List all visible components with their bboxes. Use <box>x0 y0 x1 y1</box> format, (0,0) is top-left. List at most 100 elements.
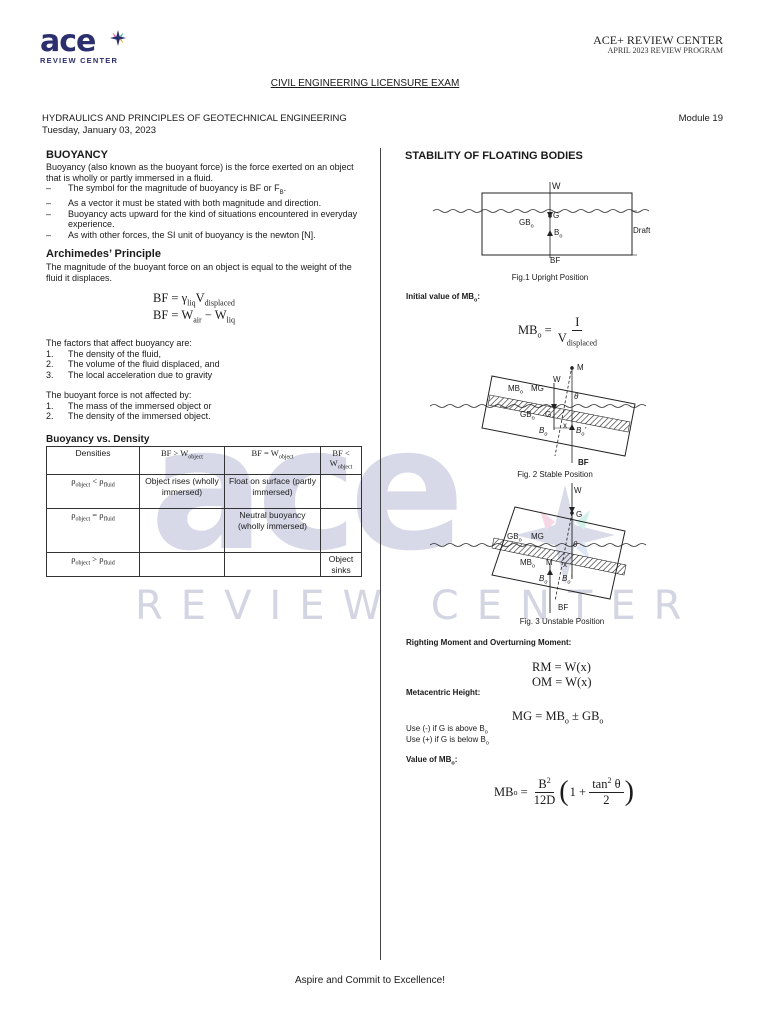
exam-title: CIVIL ENGINEERING LICENSURE EXAM <box>270 78 460 89</box>
module-number: Module 19 <box>678 113 723 124</box>
buoyancy-bullets: The symbol for the magnitude of buoyancy… <box>46 183 366 240</box>
fig3-label-mg: MG <box>531 532 544 541</box>
fig2-label-bf: BF <box>578 458 589 467</box>
archimedes-definition: The magnitude of the buoyant force on an… <box>46 262 352 283</box>
fig3-label-theta: θ <box>573 540 578 549</box>
fig2-label-theta: θ <box>574 392 579 401</box>
center-gravity <box>548 214 552 218</box>
fig3-label-bf: BF <box>558 603 569 612</box>
fig1-label-draft: Draft <box>633 226 651 235</box>
fig2-label-g: G <box>545 410 552 419</box>
list-item: As a vector it must be stated with both … <box>46 198 366 209</box>
equation-mg: MG = MBo ± GBo <box>512 709 604 726</box>
equation-om: OM = W(x) <box>532 675 592 689</box>
fig3-label-x: x <box>563 560 567 569</box>
fig2-label-mb: MBo <box>508 384 524 396</box>
table-row: ρobject < ρfluid Object rises (wholly im… <box>46 474 362 510</box>
metacentric-heading: Metacentric Height: <box>406 688 481 697</box>
left-column: BUOYANCY Buoyancy (also known as the buo… <box>46 149 366 578</box>
fig2-label-x: x <box>563 421 567 430</box>
factors-list: 1.The density of the fluid, 2.The volume… <box>46 349 366 381</box>
fig2-label-w: W <box>553 375 561 384</box>
fig3-label-gb: GBo <box>507 532 522 544</box>
fig3-label-mb: MBo <box>520 558 536 570</box>
stability-heading: STABILITY OF FLOATING BODIES <box>405 150 583 162</box>
fig3-label-g: G <box>576 510 583 519</box>
archimedes-heading: Archimedes’ Principle <box>46 248 161 261</box>
equation-bf-1: BF = γliqVdisplaced <box>153 291 235 308</box>
buoyancy-arrow <box>547 230 553 236</box>
table-header-row: Densities BF > Wobject BF = Wobject BF <… <box>46 445 362 476</box>
weight-arrow <box>551 404 557 410</box>
buoyancy-density-table: Densities BF > Wobject BF = Wobject BF <… <box>46 445 362 578</box>
value-mb-heading: Value of MBo: <box>406 755 458 767</box>
wedge-hatch <box>491 537 627 576</box>
fig3-label-bo-prime: Bo’ <box>562 574 573 586</box>
wedge-hatch <box>487 394 631 433</box>
org-name: ACE+ REVIEW CENTER <box>593 33 723 47</box>
fig3-label-m: M <box>546 558 553 567</box>
list-item: 1.The mass of the immersed object or <box>46 400 212 411</box>
equation-rm: RM = W(x) <box>532 660 591 674</box>
righting-heading: Righting Moment and Overturning Moment: <box>406 638 572 647</box>
fig2-label-m: M <box>577 363 584 372</box>
list-item: 3.The local acceleration due to gravity <box>46 369 213 380</box>
buoyancy-arrow <box>547 569 553 575</box>
logo-star-icon <box>110 30 126 46</box>
logo-subtitle: REVIEW CENTER <box>40 56 119 65</box>
buoyancy-definition: Buoyancy (also known as the buoyant forc… <box>46 162 354 183</box>
fig1-caption: Fig.1 Upright Position <box>511 273 589 282</box>
footer-motto: Aspire and Commit to Excellence! <box>294 975 446 986</box>
fig3-label-w: W <box>574 486 582 495</box>
not-affected-list: 1.The mass of the immersed object or 2.T… <box>46 401 366 422</box>
figure-3-unstable <box>430 483 647 613</box>
fig2-label-bo: Bo <box>539 426 548 438</box>
program-name: APRIL 2023 REVIEW PROGRAM <box>607 46 723 55</box>
subject-title: HYDRAULICS AND PRINCIPLES OF GEOTECHNICA… <box>42 113 347 124</box>
list-item: The symbol for the magnitude of buoyancy… <box>46 183 366 198</box>
water-line <box>430 543 647 547</box>
fig3-label-bo: Bo <box>539 574 548 586</box>
logo: ace REVIEW CENTER <box>40 24 126 65</box>
fig2-caption: Fig. 2 Stable Position <box>517 470 593 479</box>
fig1-label-bo: Bo <box>554 228 563 240</box>
tilted-axis <box>554 365 573 457</box>
table-title: Buoyancy vs. Density <box>46 433 150 445</box>
water-line <box>432 209 650 213</box>
fig1-label-gb: GBo <box>519 218 534 230</box>
not-affected-intro: The buoyant force is not affected by: <box>46 390 192 401</box>
fig3-caption: Fig. 3 Unstable Position <box>519 617 605 626</box>
center-gravity <box>570 511 574 515</box>
figure-2-stable <box>430 365 647 463</box>
list-item: 2.The density of the immersed object. <box>46 411 211 422</box>
fig2-label-bo-prime: Bo’ <box>576 426 587 438</box>
floating-body <box>481 192 633 256</box>
date: Tuesday, January 03, 2023 <box>42 125 157 136</box>
table-row: ρobject = ρfluid Neutral buoyancy (wholl… <box>46 508 362 554</box>
equation-bf-2: BF = Wair − Wliq <box>153 307 235 325</box>
buoyancy-arrow <box>569 424 575 430</box>
metacenter <box>570 366 574 370</box>
fig1-label-g: G <box>553 211 560 220</box>
weight-arrow <box>569 507 575 513</box>
initial-mb-label: Initial value of MBo: <box>406 292 481 304</box>
fig1-label-bf: BF <box>550 256 561 265</box>
tilted-body <box>481 375 636 457</box>
use-minus-note: Use (-) if G is above Bo <box>406 724 488 736</box>
factors-intro: The factors that affect buoyancy are: <box>46 338 192 349</box>
fig2-label-gb: GBo <box>520 410 535 422</box>
use-plus-note: Use (+) if G is below Bo <box>406 735 489 747</box>
column-divider <box>380 148 381 960</box>
figure-1-upright <box>432 182 650 258</box>
list-item: 2.The volume of the fluid displaced, and <box>46 359 220 370</box>
logo-word: ace <box>40 24 96 59</box>
buoyancy-heading: BUOYANCY <box>46 149 108 161</box>
fig2-label-mg: MG <box>531 384 544 393</box>
table-row: ρobject > ρfluid Object sinks <box>46 552 362 578</box>
fig1-label-w: W <box>552 181 561 191</box>
list-item: 1.The density of the fluid, <box>46 348 162 359</box>
tilted-body <box>491 506 626 600</box>
list-item: As with other forces, the SI unit of buo… <box>46 230 366 241</box>
